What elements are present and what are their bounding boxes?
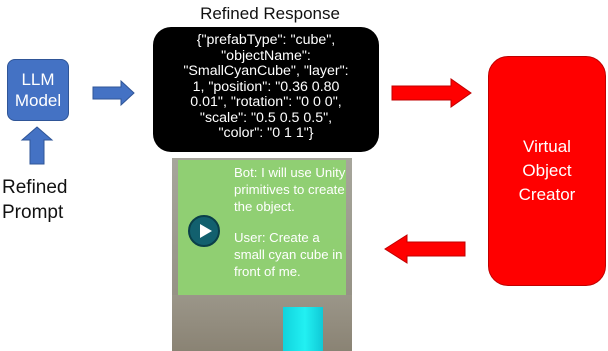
response-line: "scale": "0.5 0.5 0.5", (199, 109, 333, 126)
llm-model-box: LLM Model (7, 59, 69, 121)
creator-label-line3: Creator (518, 185, 576, 204)
refined-response-title: Refined Response (200, 4, 340, 23)
refined-prompt-line2: Prompt (2, 202, 64, 223)
arrow-right-icon (92, 79, 135, 107)
chat-text: Bot: I will use Unity primitives to crea… (234, 164, 346, 294)
response-line: "objectName": (221, 47, 311, 64)
arrow-left-icon (384, 234, 466, 264)
cyan-cube (283, 307, 323, 351)
response-line: 1, "position": "0.36 0.80 (192, 78, 340, 95)
virtual-object-creator-box: Virtual Object Creator (488, 56, 606, 286)
ar-app-screenshot: Bot: I will use Unity primitives to crea… (172, 158, 352, 351)
play-button[interactable] (188, 215, 220, 247)
play-icon (200, 224, 212, 238)
refined-prompt-label: Refined Prompt (2, 175, 92, 225)
refined-response-box: {"prefabType": "cube", "objectName": "Sm… (153, 27, 379, 152)
llm-model-label-line1: LLM (21, 70, 55, 89)
arrow-up-icon (20, 126, 54, 165)
response-line: {"prefabType": "cube", (196, 32, 336, 48)
refined-prompt-line1: Refined (2, 177, 68, 198)
floor-surface (172, 295, 352, 351)
creator-label-line2: Object (522, 161, 572, 180)
bot-message: Bot: I will use Unity primitives to crea… (234, 165, 346, 214)
user-message: User: Create a small cyan cube in front … (234, 230, 343, 279)
arrow-right-icon (391, 78, 472, 108)
response-line: 0.01", "rotation": "0 0 0", (190, 94, 342, 110)
creator-label-line1: Virtual (523, 137, 571, 156)
llm-model-label-line2: Model (14, 91, 62, 110)
response-line: "SmallCyanCube", "layer": (183, 63, 349, 79)
response-line: "color": "0 1 1"} (218, 125, 314, 141)
